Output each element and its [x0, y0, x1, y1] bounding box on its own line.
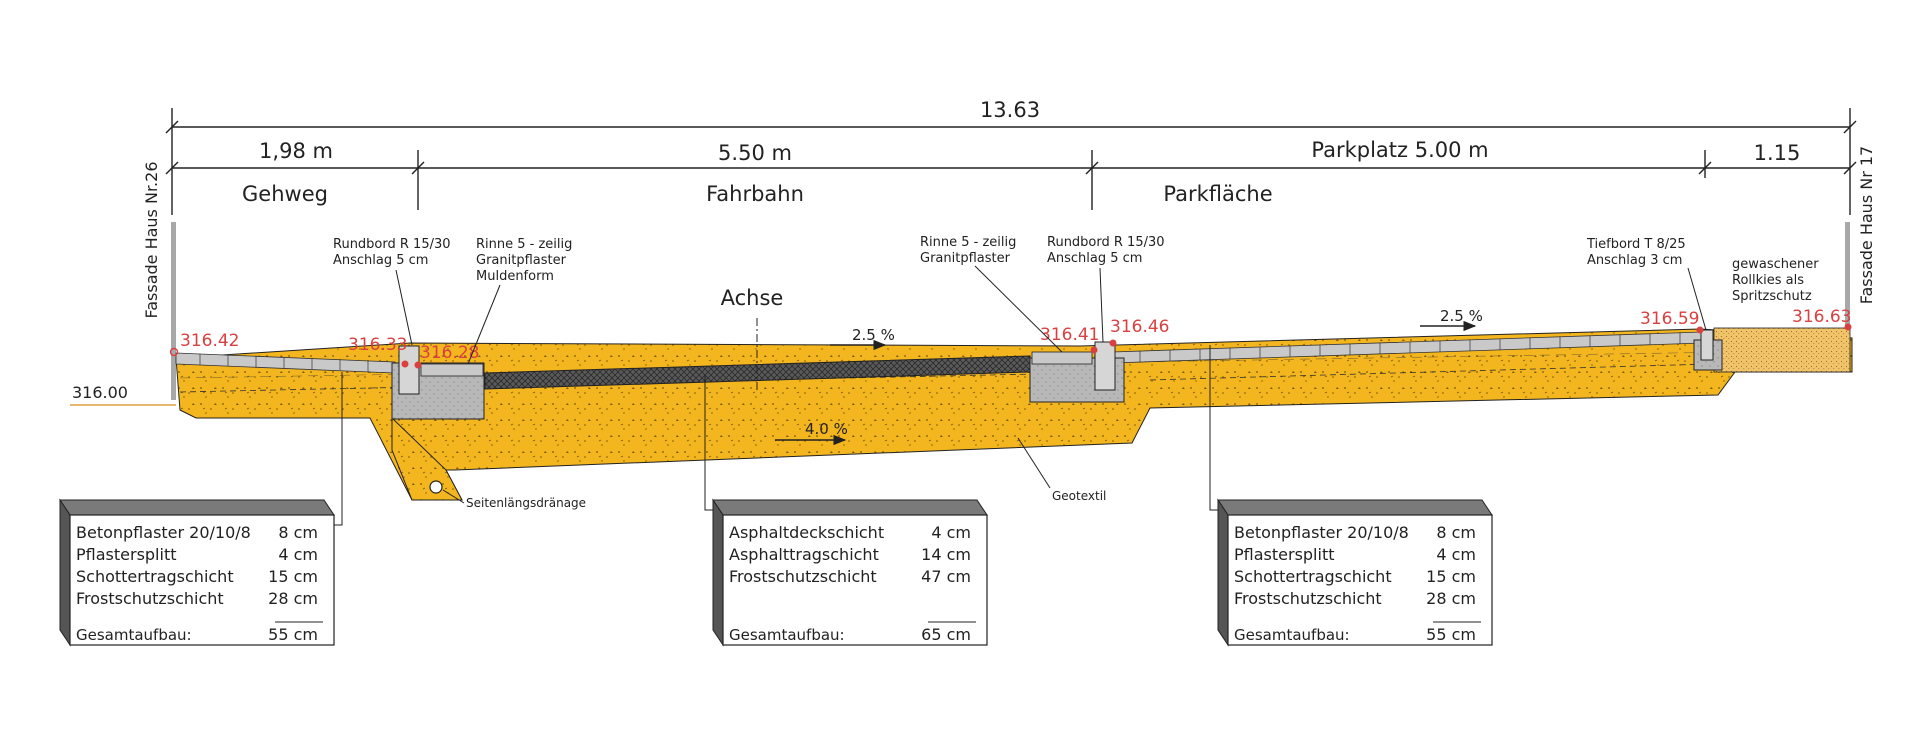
box2-layer2-name: Asphalttragschicht: [729, 545, 879, 564]
box3-layer3-thickness: 15 cm: [1426, 567, 1476, 586]
box1-layer3-name: Schottertragschicht: [76, 567, 234, 586]
elevation-316-42: 316.42: [180, 331, 239, 351]
box1-layer4-thickness: 28 cm: [268, 589, 318, 608]
layer-box-gehweg: [59, 498, 335, 647]
parkplatz-dimension: Parkplatz 5.00 m: [1311, 138, 1488, 162]
rundbord-right: [1094, 341, 1116, 391]
box3-layer4-thickness: 28 cm: [1426, 589, 1476, 608]
box3-layer1-thickness: 8 cm: [1436, 523, 1476, 542]
slope-parking-label: 2.5 %: [1440, 307, 1483, 325]
rinne-right: [1031, 351, 1093, 365]
box1-layer1-name: Betonpflaster 20/10/8: [76, 523, 251, 542]
reference-level-label: 316.00: [72, 383, 128, 402]
box2-layer1-name: Asphaltdeckschicht: [729, 523, 884, 542]
zone-parkflaeche: Parkfläche: [1163, 182, 1272, 206]
paving-joints: [199, 333, 1681, 372]
elevation-markers: [169, 323, 1852, 369]
subgrade-line: [179, 371, 1133, 393]
facade-right-wall: [1845, 222, 1850, 370]
rinne-left-label: Rinne 5 - zeilig Granitpflaster Muldenfo…: [476, 237, 577, 284]
box1-total-label: Gesamtaufbau:: [76, 626, 192, 644]
box1-layer2-thickness: 4 cm: [278, 545, 318, 564]
drainage-pipe-icon: [429, 480, 443, 494]
total-dimension: 13.63: [980, 98, 1040, 122]
tiefbord: [1700, 329, 1714, 361]
facade-right-label: Fassade Haus Nr 17: [1857, 146, 1876, 305]
box3-layer3-name: Schottertragschicht: [1234, 567, 1392, 586]
tiefbord-label: Tiefbord T 8/25 Anschlag 3 cm: [1586, 237, 1690, 268]
rundbord-left: [398, 345, 420, 395]
box2-total-value: 65 cm: [921, 625, 971, 644]
fahrbahn-dimension: 5.50 m: [718, 141, 792, 165]
right-strip-dimension: 1.15: [1754, 141, 1801, 165]
draenage-label: Seitenlängsdränage: [466, 496, 586, 510]
rundbord-left-label: Rundbord R 15/30 Anschlag 5 cm: [333, 237, 455, 268]
box2-total-label: Gesamtaufbau:: [729, 626, 845, 644]
box2-layer3-name: Frostschutzschicht: [729, 567, 877, 586]
elevation-316-59: 316.59: [1640, 309, 1699, 329]
facade-left-wall: [171, 222, 176, 400]
box1-total-value: 55 cm: [268, 625, 318, 644]
box2-layer3-thickness: 47 cm: [921, 567, 971, 586]
box3-total-label: Gesamtaufbau:: [1234, 626, 1350, 644]
box1-layer4-name: Frostschutzschicht: [76, 589, 224, 608]
elevation-316-46: 316.46: [1110, 317, 1169, 337]
box1-layer1-thickness: 8 cm: [278, 523, 318, 542]
rollkies-strip: [1713, 327, 1851, 373]
layer-box-fahrbahn: [712, 498, 988, 647]
slope-road-label: 2.5 %: [852, 326, 895, 344]
facade-left-label: Fassade Haus Nr.26: [142, 161, 161, 318]
dimension-lines: [165, 108, 1857, 215]
box3-layer2-name: Pflastersplitt: [1234, 545, 1335, 564]
elevation-316-63: 316.63: [1792, 307, 1851, 327]
geotextil-label: Geotextil: [1052, 489, 1106, 503]
drainage-trench: [391, 416, 463, 501]
elevation-316-28: 316.28: [420, 343, 479, 363]
box1-layer2-name: Pflastersplitt: [76, 545, 177, 564]
zone-gehweg: Gehweg: [242, 182, 328, 206]
layer-box-parkflaeche: [1217, 498, 1493, 647]
rinne-left: [420, 363, 484, 377]
elevation-316-33: 316.33: [348, 335, 407, 355]
box1-layer3-thickness: 15 cm: [268, 567, 318, 586]
box3-layer1-name: Betonpflaster 20/10/8: [1234, 523, 1409, 542]
box2-layer1-thickness: 4 cm: [931, 523, 971, 542]
axis-label: Achse: [721, 286, 784, 310]
slope-subgrade-label: 4.0 %: [805, 420, 848, 438]
zone-fahrbahn: Fahrbahn: [706, 182, 804, 206]
elevation-316-41: 316.41: [1040, 325, 1099, 345]
rundbord-right-label: Rundbord R 15/30 Anschlag 5 cm: [1047, 235, 1169, 266]
box3-layer2-thickness: 4 cm: [1436, 545, 1476, 564]
rollkies-label: gewaschener Rollkies als Spritzschutz: [1732, 257, 1823, 304]
rinne-right-label: Rinne 5 - zeilig Granitpflaster: [920, 235, 1021, 266]
box3-total-value: 55 cm: [1426, 625, 1476, 644]
gehweg-dimension: 1,98 m: [259, 139, 333, 163]
box3-layer4-name: Frostschutzschicht: [1234, 589, 1382, 608]
box2-layer2-thickness: 14 cm: [921, 545, 971, 564]
